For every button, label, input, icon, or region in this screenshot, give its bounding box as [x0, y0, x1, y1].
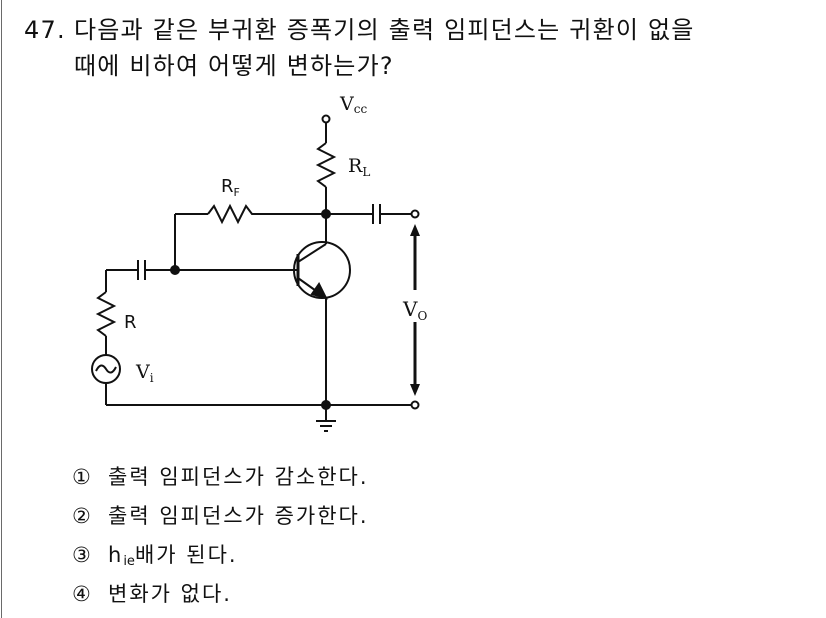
question-line-1: 47. 다음과 같은 부귀환 증폭기의 출력 임피던스는 귀환이 없을 [24, 16, 695, 44]
svg-text:Vi: Vi [135, 361, 154, 385]
option-text: 출력 임피던스가 증가한다. [108, 504, 369, 528]
svg-text:RL: RL [348, 155, 370, 179]
option-mark: ① [72, 465, 91, 489]
vi-label: V [135, 361, 150, 383]
question-text-2: 때에 비하여 어떻게 변하는가? [74, 52, 394, 80]
option-mark: ④ [72, 582, 91, 606]
rl-label: R [348, 155, 363, 177]
r-resistor-icon [95, 291, 117, 337]
question-text-1: 다음과 같은 부귀환 증폭기의 출력 임피던스는 귀환이 없을 [74, 16, 695, 44]
vcc-terminal [321, 114, 331, 124]
option-2[interactable]: ② 출력 임피던스가 증가한다. [72, 503, 369, 529]
svg-text:VO: VO [402, 297, 427, 323]
rf-resistor-icon [207, 203, 258, 225]
vo-label: V [402, 297, 418, 321]
ground-icon [316, 420, 336, 432]
output-terminal-top [410, 209, 420, 219]
option-text: 배가 된다. [134, 543, 238, 567]
r-label: R [124, 312, 137, 333]
question-line-2: 때에 비하여 어떻게 변하는가? [74, 52, 394, 80]
option-mark: ② [72, 504, 91, 528]
rf-label: R [221, 176, 234, 197]
question-number: 47. [24, 16, 66, 44]
svg-text:RF: RF [221, 176, 240, 199]
output-terminal-bottom [410, 400, 420, 410]
vcc-label: V [339, 93, 354, 115]
svg-text:Vcc: Vcc [339, 93, 367, 116]
option-mark: ③ [72, 543, 91, 567]
option-prefix: h [108, 543, 124, 567]
vo-arrow-icon [410, 224, 420, 396]
rl-resistor-icon [315, 142, 337, 188]
left-border [1, 0, 2, 618]
option-text: 변화가 없다. [108, 582, 232, 606]
option-4[interactable]: ④ 변화가 없다. [72, 581, 232, 607]
option-prefix-sub: ie [123, 554, 135, 569]
option-1[interactable]: ① 출력 임피던스가 감소한다. [72, 464, 369, 490]
option-text: 출력 임피던스가 감소한다. [108, 465, 369, 489]
